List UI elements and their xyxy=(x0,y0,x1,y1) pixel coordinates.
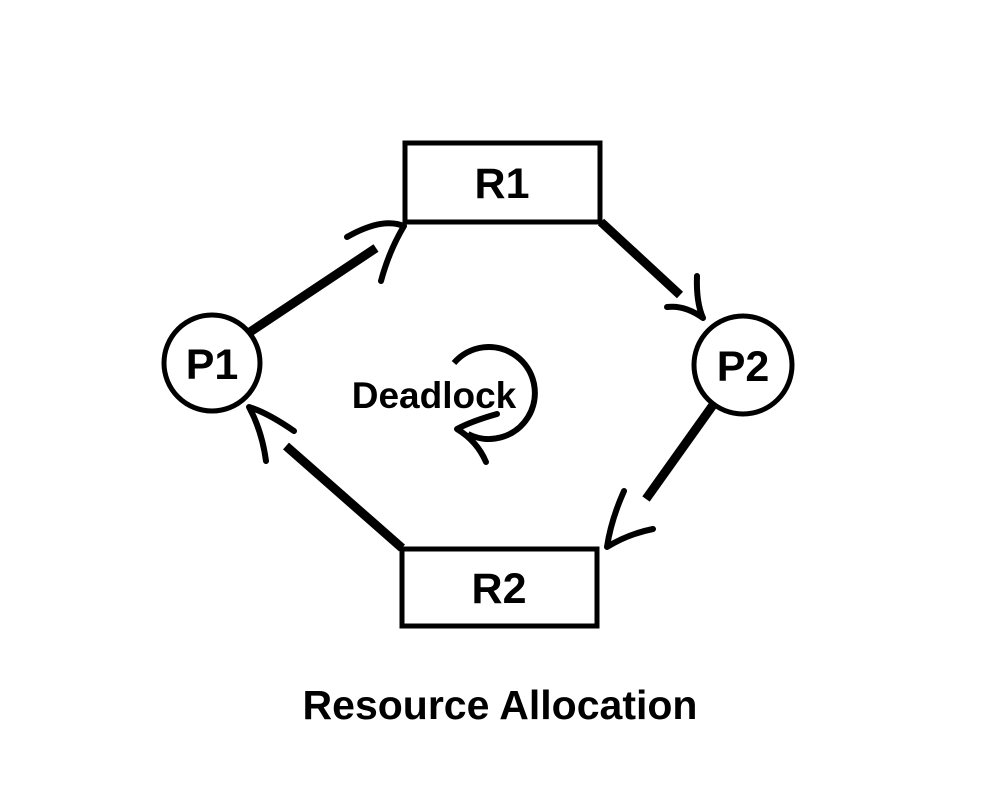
edge-p2-to-r2 xyxy=(604,402,717,550)
edge-r2-p1-shaft xyxy=(283,442,405,552)
node-resource-r2: R2 xyxy=(399,546,600,629)
edge-r1-to-p2 xyxy=(597,218,706,321)
node-process-p1: P1 xyxy=(161,312,263,414)
node-process-p2: P2 xyxy=(691,313,795,417)
edge-r2-p1-arrowhead-icon xyxy=(246,404,297,464)
resource-r1-label: R1 xyxy=(475,160,530,208)
process-p1-circle xyxy=(161,312,263,414)
cycle-arrowhead-icon xyxy=(454,411,500,465)
process-p2-circle xyxy=(691,313,795,417)
edge-p2-r2-shaft xyxy=(642,402,717,502)
resource-r2-box xyxy=(399,546,600,629)
edge-r1-p2-arrowhead-icon xyxy=(664,273,706,321)
process-p2-label: P2 xyxy=(717,343,770,391)
deadlock-label: Deadlock xyxy=(352,375,517,416)
edge-p2-r2-arrowhead-icon xyxy=(604,488,656,550)
diagram-title: Resource Allocation xyxy=(303,682,698,728)
process-p1-label: P1 xyxy=(186,341,239,389)
resource-r1-box xyxy=(402,140,603,225)
resource-r2-label: R2 xyxy=(472,565,527,613)
edge-r1-p2-shaft xyxy=(597,218,684,299)
node-resource-r1: R1 xyxy=(402,140,603,225)
edge-r2-to-p1 xyxy=(246,404,405,552)
cycle-arc-icon xyxy=(451,344,538,442)
edge-p1-to-r1 xyxy=(247,220,407,336)
deadlock-cycle-indicator: Deadlock xyxy=(352,344,538,465)
edge-p1-r1-arrowhead-icon xyxy=(344,220,407,284)
edge-p1-r1-shaft xyxy=(247,244,379,336)
